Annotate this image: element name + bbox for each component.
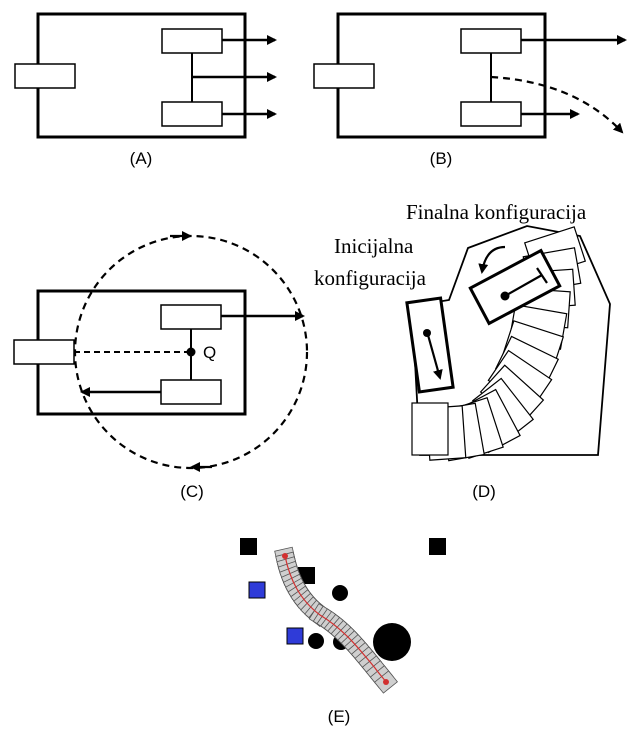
caption-d: (D) [472, 482, 496, 501]
point-label-q: Q [203, 343, 216, 362]
front-wheel-bottom [160, 379, 222, 405]
front-wheel-top [160, 304, 222, 330]
initial-label-line1: Inicijalna [334, 234, 414, 258]
obstacle-square [240, 538, 257, 555]
panel-e: (E) [240, 538, 446, 726]
front-wheel-top [161, 28, 223, 54]
curved-path [490, 75, 624, 134]
caption-b: (B) [430, 149, 453, 168]
final-pointer-arrow [478, 245, 506, 274]
front-wheel-top [460, 28, 522, 54]
rear-wheel [313, 63, 375, 89]
obstacle-square-blue [248, 581, 266, 599]
initial-configuration-label: Inicijalna konfiguracija [314, 234, 427, 290]
obstacle-circle [332, 585, 348, 601]
rear-wheel [14, 63, 76, 89]
start-point [282, 553, 288, 559]
obstacle-square [429, 538, 446, 555]
final-configuration [468, 248, 562, 326]
panel-d: Finalna konfiguracija Inicijalna konfigu… [314, 200, 611, 501]
final-configuration-label: Finalna konfiguracija [406, 200, 587, 224]
caption-e: (E) [328, 707, 351, 726]
rear-wheel [13, 339, 75, 365]
initial-label-line2: konfiguracija [314, 266, 427, 290]
goal-point [383, 679, 389, 685]
swept-path [274, 546, 398, 694]
front-wheel-bottom [161, 101, 223, 127]
panel-a: (A) [14, 12, 277, 168]
obstacle-square-blue [286, 627, 304, 645]
center-point-q [186, 347, 196, 357]
front-wheel-bottom [460, 101, 522, 127]
obstacle-circle-large [373, 623, 411, 661]
panel-b: (B) [313, 12, 627, 168]
path-centerline [284, 555, 387, 683]
caption-a: (A) [130, 149, 153, 168]
initial-configuration [405, 296, 455, 394]
caption-c: (C) [180, 482, 204, 501]
obstacle-circle [308, 633, 324, 649]
panel-c: Q (C) [13, 231, 309, 501]
